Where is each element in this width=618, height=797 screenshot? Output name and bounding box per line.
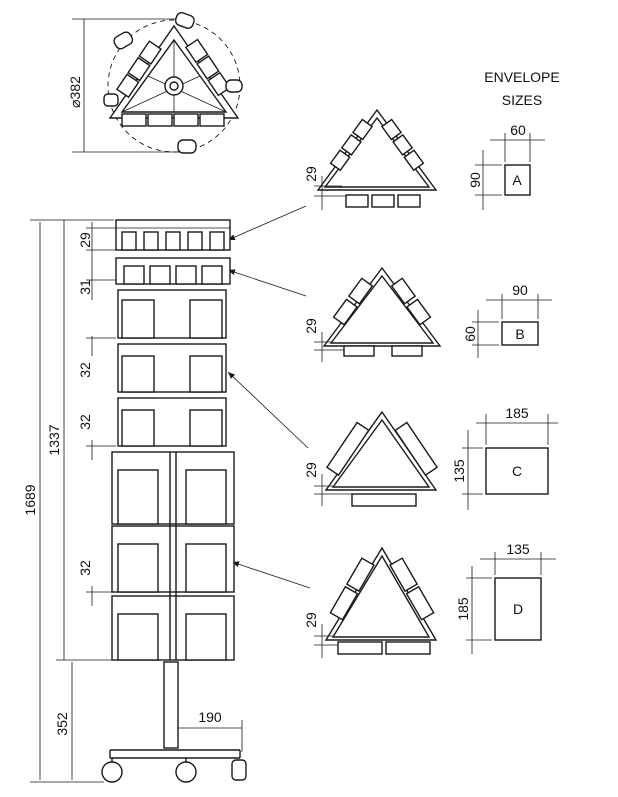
base-height-label: 352 — [54, 712, 70, 736]
envelope-heading-line2: SIZES — [502, 92, 542, 108]
section-32a-label: 32 — [77, 362, 93, 378]
top-view — [72, 11, 243, 154]
triangle-2-dim: 29 — [303, 318, 319, 334]
stand-pole — [163, 661, 179, 749]
triangle-4-dim: 29 — [303, 612, 319, 628]
envelope-drawings — [462, 133, 558, 654]
upper-height-label: 1337 — [46, 424, 62, 455]
envelope-c-width: 185 — [505, 405, 529, 421]
caster-icon — [113, 31, 134, 50]
envelope-d-letter: D — [513, 601, 523, 617]
envelope-b-height: 60 — [462, 326, 478, 342]
tower-side-view — [101, 219, 247, 783]
diameter-label: ⌀382 — [67, 76, 83, 108]
envelope-c-height: 135 — [451, 459, 467, 483]
envelope-d-width: 135 — [506, 541, 530, 557]
section-29-label: 29 — [77, 232, 93, 248]
envelope-d-height: 185 — [455, 597, 471, 621]
base-radius-label: 190 — [198, 709, 222, 725]
envelope-a-width: 60 — [510, 122, 526, 138]
tower-dims — [30, 219, 243, 783]
triangle-3-dim: 29 — [303, 462, 319, 478]
section-32c-label: 32 — [77, 560, 93, 576]
triangle-detail-3 — [324, 410, 439, 507]
envelope-b-width: 90 — [512, 282, 528, 298]
triangle-detail-2 — [322, 266, 442, 357]
triangle-1-dim: 29 — [303, 166, 319, 182]
caster-left — [101, 761, 123, 783]
detail-arrows — [227, 205, 311, 589]
envelope-a-height: 90 — [467, 172, 483, 188]
envelope-c-letter: C — [512, 463, 522, 479]
envelope-heading-line1: ENVELOPE — [484, 69, 559, 85]
envelope-b-letter: B — [515, 326, 524, 342]
triangle-detail-1 — [316, 108, 438, 208]
triangle-detail-4 — [324, 546, 438, 655]
section-32b-label: 32 — [77, 414, 93, 430]
total-height-label: 1689 — [22, 484, 38, 515]
caster-center — [175, 761, 197, 783]
section-31-label: 31 — [77, 279, 93, 295]
caster-right — [231, 759, 247, 781]
triangle-dims — [314, 176, 352, 658]
envelope-a-letter: A — [512, 172, 522, 188]
